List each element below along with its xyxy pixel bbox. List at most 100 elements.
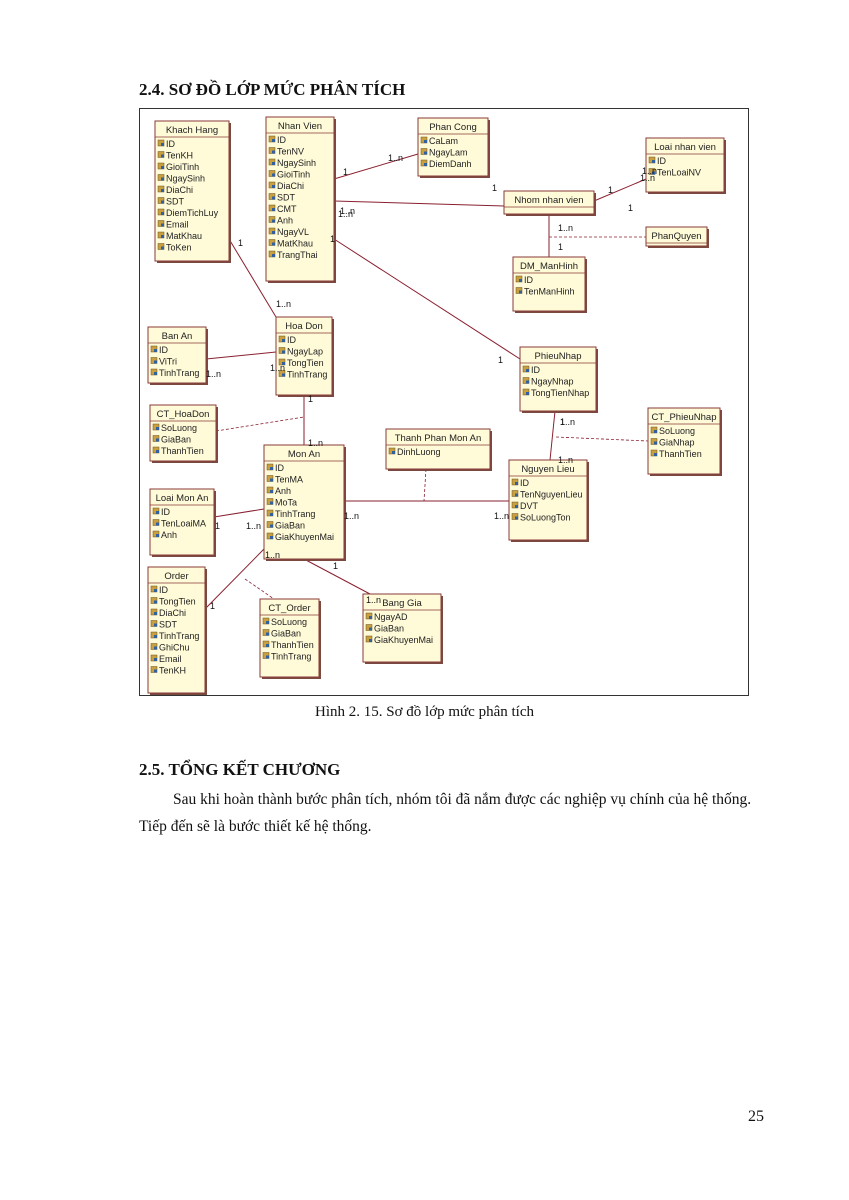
class-attribute: TinhTrang xyxy=(159,368,199,378)
multiplicity-label: 1..n xyxy=(270,363,285,373)
class-khach-hang: Khach HangIDTenKHGioiTinhNgaySinhDiaChiS… xyxy=(154,120,231,263)
class-attribute: NgayLap xyxy=(287,347,323,357)
class-attribute: TinhTrang xyxy=(275,509,315,519)
attribute-icon xyxy=(152,519,160,526)
class-thanh-phan-mon-an: Thanh Phan Mon An DinhLuong xyxy=(385,428,492,471)
multiplicity-label: 1 xyxy=(238,238,243,248)
attribute-icon xyxy=(266,521,274,528)
class-box xyxy=(503,190,595,215)
association-line xyxy=(303,558,371,595)
class-attribute: TenLoaiMA xyxy=(161,519,206,529)
multiplicity-label: 1..n xyxy=(558,223,573,233)
class-attribute: SoLuong xyxy=(161,423,197,433)
multiplicity-label: 1 xyxy=(492,183,497,193)
attribute-icon xyxy=(150,357,158,364)
attribute-icon xyxy=(262,652,270,659)
class-box xyxy=(512,256,586,312)
attribute-icon xyxy=(278,335,286,343)
multiplicity-label: 1 xyxy=(308,394,313,404)
class-box xyxy=(519,346,597,412)
class-attribute: ThanhTien xyxy=(271,640,314,650)
class-order: OrderIDTongTienDiaChiSDTTinhTrangGhiChuE… xyxy=(147,566,207,695)
attribute-icon xyxy=(262,617,270,625)
class-attribute: Anh xyxy=(275,486,291,496)
attribute-icon xyxy=(365,612,373,620)
summary-paragraph: Sau khi hoàn thành bước phân tích, nhóm … xyxy=(139,786,759,840)
multiplicity-label: 1 xyxy=(333,561,338,571)
class-name: Thanh Phan Mon An xyxy=(395,433,482,444)
attribute-icon xyxy=(157,208,165,216)
class-name: Mon An xyxy=(288,449,320,460)
class-attribute: SDT xyxy=(277,193,296,203)
class-nhom-nhan-vien: Nhom nhan vien xyxy=(503,190,596,216)
attribute-icon xyxy=(268,135,276,143)
class-attribute: ID xyxy=(520,478,530,488)
class-attribute: CaLam xyxy=(429,136,458,146)
attribute-icon xyxy=(157,185,165,193)
attribute-icon xyxy=(152,423,160,431)
attribute-icon xyxy=(268,250,276,258)
attribute-icon xyxy=(150,345,158,353)
attribute-icon xyxy=(511,501,519,509)
class-attribute: MatKhau xyxy=(277,239,313,249)
attribute-icon xyxy=(650,438,658,445)
association-line xyxy=(204,548,265,610)
multiplicity-label: 1 xyxy=(608,185,613,195)
attribute-icon xyxy=(150,597,158,604)
attribute-icon xyxy=(150,643,158,650)
attribute-icon xyxy=(420,159,428,167)
class-box xyxy=(154,120,230,262)
class-attribute: GiaBan xyxy=(275,521,305,531)
class-attribute: ThanhTien xyxy=(161,446,204,456)
class-attribute: Anh xyxy=(161,530,177,540)
figure-caption: Hình 2. 15. Sơ đồ lớp mức phân tích xyxy=(315,704,534,720)
class-name: CT_HoaDon xyxy=(157,409,210,420)
class-attribute: DiaChi xyxy=(166,185,193,195)
class-attribute: SoLuong xyxy=(271,617,307,627)
class-attribute: ID xyxy=(657,156,667,166)
class-attribute: DiaChi xyxy=(159,608,186,618)
class-name: Bang Gia xyxy=(382,598,422,609)
attribute-icon xyxy=(157,174,165,181)
multiplicity-label: 1 xyxy=(343,167,348,177)
class-attribute: DinhLuong xyxy=(397,447,441,457)
class-attribute: SDT xyxy=(159,620,178,630)
class-attribute: SDT xyxy=(166,197,185,207)
attribute-icon xyxy=(157,162,165,170)
attribute-icon xyxy=(152,507,160,515)
attribute-icon xyxy=(266,509,274,517)
class-attribute: GioiTinh xyxy=(166,162,199,172)
multiplicity-label: 1..n xyxy=(338,209,353,219)
class-phanquyen: PhanQuyen xyxy=(645,226,709,248)
class-attribute: CMT xyxy=(277,204,297,214)
class-name: Nhom nhan vien xyxy=(514,195,583,206)
attribute-icon xyxy=(150,620,158,627)
attribute-icon xyxy=(648,168,656,175)
class-attribute: ID xyxy=(531,365,541,375)
class-attribute: TinhTrang xyxy=(271,652,311,662)
multiplicity-label: 1 xyxy=(215,521,220,531)
class-attribute: TinhTrang xyxy=(287,370,327,380)
class-box xyxy=(265,116,335,282)
multiplicity-label: 1 xyxy=(560,417,565,427)
association-line xyxy=(333,238,521,360)
class-box xyxy=(147,566,206,694)
class-box xyxy=(385,428,491,470)
class-name: Nhan Vien xyxy=(278,121,322,132)
multiplicity-label: 1..n xyxy=(640,173,655,183)
multiplicity-label: 1..n xyxy=(308,438,323,448)
class-attribute: TinhTrang xyxy=(159,631,199,641)
attribute-icon xyxy=(268,181,276,189)
class-attribute: GiaBan xyxy=(271,629,301,639)
multiplicity-label: 1..n xyxy=(340,206,355,216)
class-box xyxy=(149,488,215,556)
attribute-icon xyxy=(278,370,286,377)
class-attribute: GiaNhap xyxy=(659,438,695,448)
attribute-icon xyxy=(266,463,274,471)
